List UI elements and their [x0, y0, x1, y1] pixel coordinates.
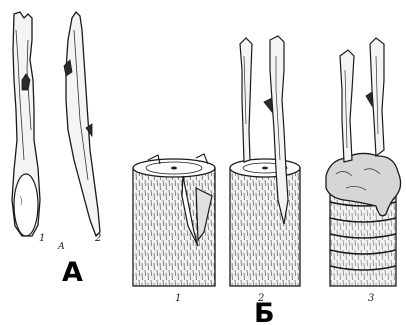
- figure-b3-number: 3: [368, 293, 374, 304]
- figure-a1-number: 1: [39, 233, 45, 244]
- scion-a1: [12, 12, 40, 236]
- scion-b2-left: [240, 38, 252, 162]
- part-a-sub-label: А: [57, 242, 65, 252]
- scion-a2: [64, 12, 100, 236]
- figure-a2-number: 2: [94, 233, 101, 244]
- figure-b1-number: 1: [175, 293, 181, 304]
- part-a-title: А: [62, 257, 83, 288]
- rootstock-b2: [230, 159, 300, 286]
- scion-b3-left: [340, 50, 354, 162]
- rootstock-b1: [133, 154, 215, 286]
- part-b-title: Б: [254, 298, 275, 325]
- scion-b3-right: [366, 38, 384, 156]
